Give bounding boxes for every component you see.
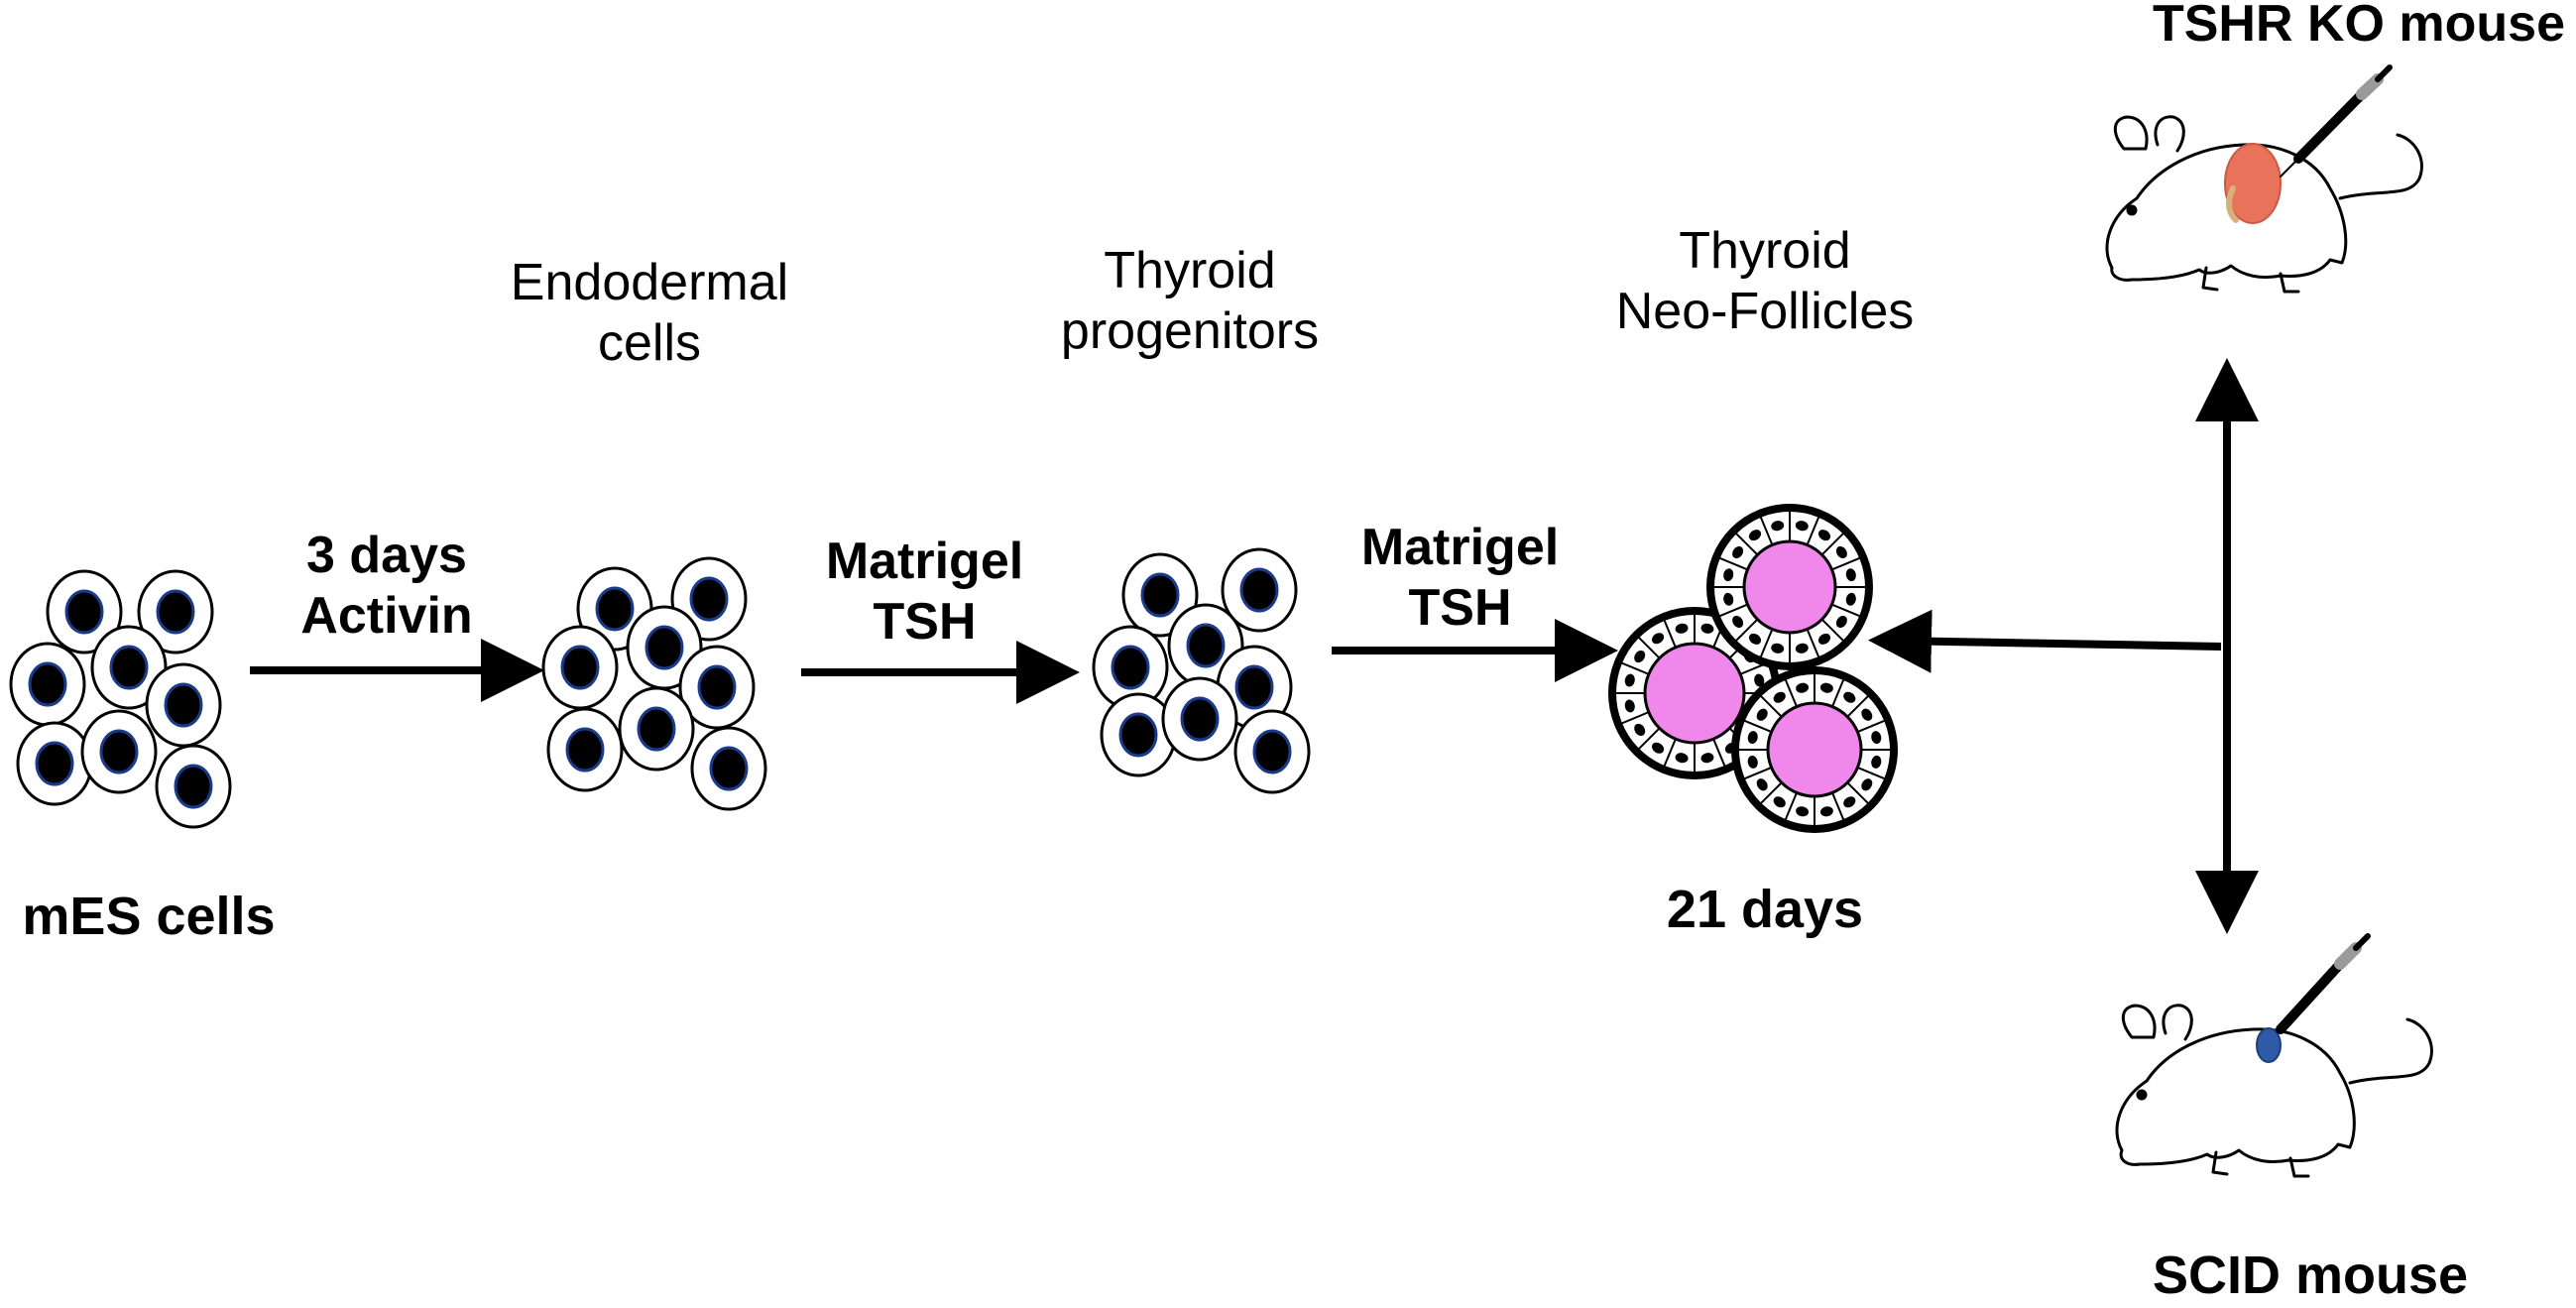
follicle — [1706, 504, 1873, 670]
nucleus — [109, 645, 149, 690]
cell — [541, 625, 619, 710]
cell — [1161, 676, 1238, 762]
nucleus — [1140, 572, 1180, 618]
nucleus — [1111, 645, 1150, 690]
scid-mouse-icon — [2115, 933, 2433, 1178]
cell — [1233, 709, 1311, 794]
cell — [1100, 692, 1177, 777]
endodermal-cell-cluster — [541, 556, 767, 811]
duration-label: 21 days — [1666, 880, 1864, 939]
cell — [155, 744, 232, 829]
nucleus — [156, 589, 195, 635]
follicle-lumen — [1643, 642, 1746, 745]
neo-follicles-group — [1608, 504, 1898, 833]
cell — [678, 645, 756, 730]
mes-cell-cluster — [9, 569, 232, 829]
cell — [90, 625, 168, 710]
progenitor-cell-cluster — [1092, 547, 1311, 794]
nucleus — [1186, 623, 1226, 668]
nucleus — [1252, 729, 1292, 774]
nucleus — [689, 576, 729, 622]
tshr-ko-mouse-icon — [2105, 64, 2423, 294]
nucleus — [35, 741, 74, 786]
nucleus — [560, 645, 600, 690]
follicle-lumen — [1742, 539, 1837, 635]
follicle — [1731, 666, 1898, 833]
nucleus — [644, 625, 684, 670]
cell — [46, 569, 123, 654]
cell — [137, 569, 214, 654]
mes-cells-label: mES cells — [22, 887, 276, 946]
follicle-lumen — [1766, 701, 1863, 798]
cell — [16, 721, 93, 806]
cell — [80, 709, 158, 794]
nucleus — [709, 746, 749, 791]
nucleus — [1180, 696, 1220, 742]
nucleus — [64, 589, 104, 635]
cell — [1221, 547, 1298, 633]
nucleus — [637, 706, 676, 752]
nucleus — [697, 664, 737, 710]
nucleus — [99, 729, 139, 774]
scid-mouse-label: SCID mouse — [2152, 1246, 2469, 1305]
nucleus — [164, 682, 203, 728]
cell — [546, 707, 624, 792]
nucleus — [595, 586, 635, 632]
cell — [1121, 552, 1199, 638]
cell — [618, 686, 695, 772]
cell — [145, 662, 222, 748]
nucleus — [28, 661, 67, 707]
nucleus — [565, 727, 605, 773]
nucleus — [1118, 712, 1158, 758]
cell — [626, 605, 703, 690]
tshr-ko-mouse-label: TSHR KO mouse — [2152, 0, 2566, 53]
cell — [9, 642, 86, 727]
nucleus — [1234, 664, 1274, 710]
nucleus — [1239, 567, 1279, 613]
arrow-to-follicles — [1868, 609, 2222, 673]
nucleus — [174, 764, 213, 809]
cell — [690, 726, 767, 811]
